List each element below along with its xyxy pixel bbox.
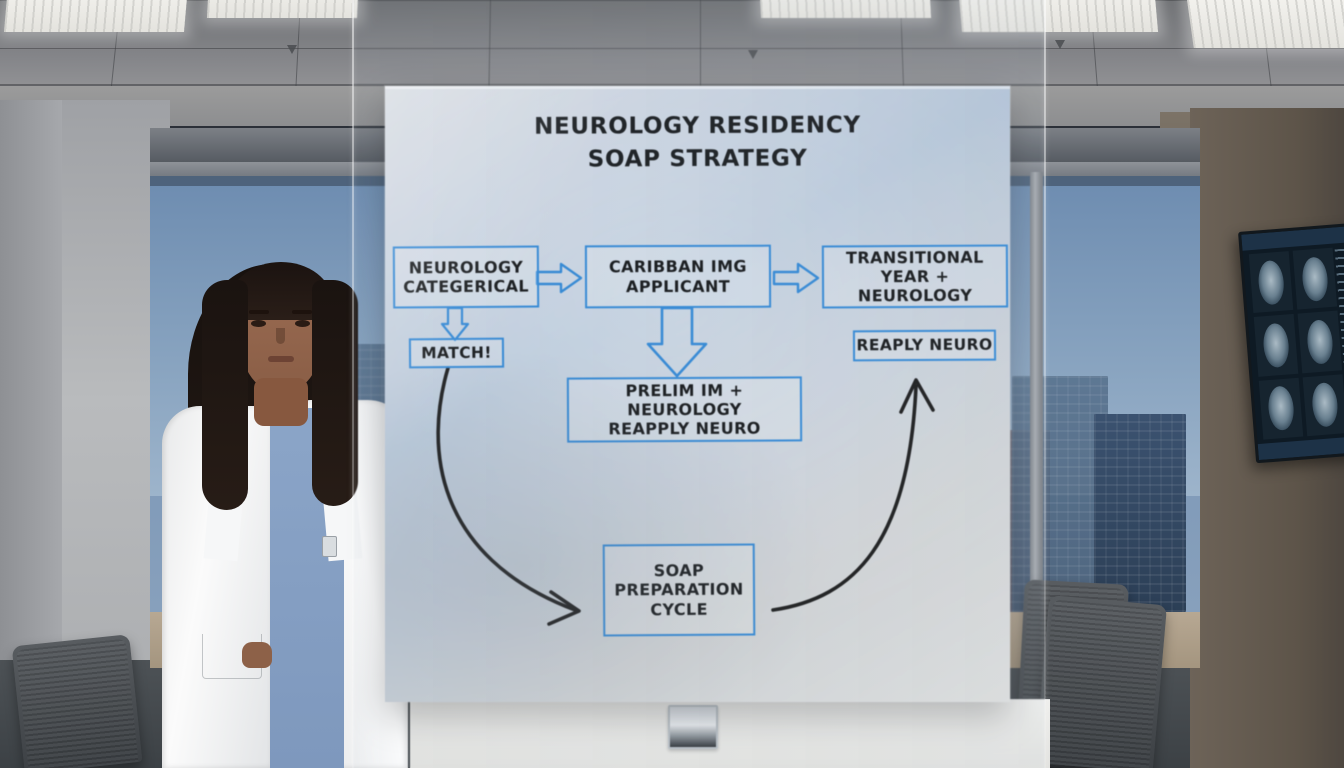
brain-scan-slice (1248, 251, 1294, 314)
sprinkler-head (1055, 40, 1065, 49)
office-chair[interactable] (11, 634, 143, 768)
ceiling-light-panel (1186, 0, 1344, 48)
brain-scan-slice (1292, 247, 1338, 310)
hair-left-strand (202, 280, 248, 510)
ceiling-light-panel (206, 0, 360, 18)
neck (254, 378, 308, 426)
eye (295, 320, 310, 327)
hair-right-strand (312, 280, 358, 506)
ceiling-light-panel (3, 0, 189, 32)
id-badge (322, 536, 337, 557)
brain-scan-slice (1253, 314, 1299, 377)
mouth (268, 356, 294, 362)
brain-scan-slice (1258, 377, 1304, 440)
glass-partition-pane (353, 0, 1045, 768)
hand-in-pocket (242, 642, 272, 668)
eyebrow (249, 310, 269, 314)
physician-figure (150, 250, 410, 768)
eye (251, 320, 266, 327)
medical-imaging-display[interactable] (1238, 222, 1344, 464)
sprinkler-head (287, 45, 297, 54)
office-chair[interactable] (1034, 595, 1168, 768)
nose (276, 328, 285, 344)
glass-partition-mullion-right (1044, 0, 1046, 768)
building-silhouette (1094, 414, 1186, 612)
glass-partition-mullion-left (352, 0, 354, 768)
scan-grid (1248, 247, 1344, 440)
eyebrow (292, 310, 312, 314)
brain-scan-slice (1302, 373, 1344, 437)
brain-scan-slice (1297, 310, 1343, 374)
